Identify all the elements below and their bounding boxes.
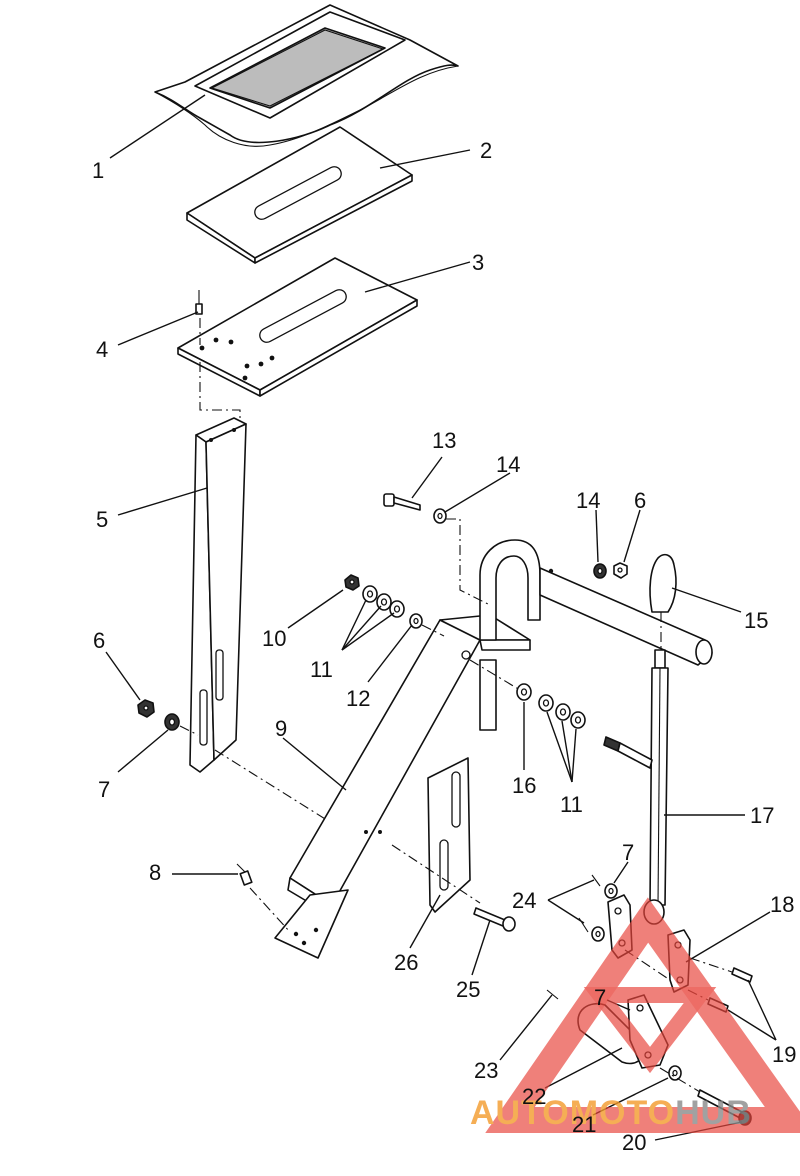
callout-13: 13 <box>432 428 456 453</box>
callout-20: 20 <box>622 1130 646 1155</box>
callout-7-left: 7 <box>98 777 110 802</box>
callout-7-upper: 7 <box>622 840 634 865</box>
part-6-nut-right <box>613 562 628 579</box>
callout-14-upper: 14 <box>496 452 520 477</box>
callout-9: 9 <box>275 716 287 741</box>
callout-14-right: 14 <box>576 488 600 513</box>
part-2-cover-plate <box>186 126 413 264</box>
part-1-floor-panel <box>154 4 459 147</box>
part-3-mounting-plate <box>177 257 418 397</box>
callout-22: 22 <box>522 1084 546 1109</box>
callout-4: 4 <box>96 337 108 362</box>
part-14-washer-right <box>593 563 607 579</box>
callout-7-lower: 7 <box>594 985 606 1010</box>
callout-21: 21 <box>572 1112 596 1137</box>
washer-stack-16-11 <box>469 659 653 769</box>
part-14-washer-upper <box>433 508 447 524</box>
callout-3: 3 <box>472 250 484 275</box>
watermark-text-hub: HUB <box>675 1094 752 1132</box>
part-13-bolt <box>383 493 421 511</box>
callout-8: 8 <box>149 860 161 885</box>
part-6-nut-left <box>137 699 155 718</box>
svg-text:AUTOMOTOHUB: AUTOMOTOHUB <box>470 1094 752 1132</box>
part-5-vertical-bracket <box>189 417 247 773</box>
part-4-screw <box>195 290 203 345</box>
part-17-shift-rod <box>643 649 669 925</box>
callout-15: 15 <box>744 608 768 633</box>
callout-11-left: 11 <box>310 657 333 682</box>
callout-19: 19 <box>772 1042 796 1067</box>
leader-lines <box>105 94 777 1141</box>
callout-1: 1 <box>92 158 104 183</box>
callout-17: 17 <box>750 803 774 828</box>
callout-25: 25 <box>456 977 480 1002</box>
part-8-pin <box>236 863 291 933</box>
callout-12: 12 <box>346 686 370 711</box>
callout-18: 18 <box>770 892 794 917</box>
callout-16: 16 <box>512 773 536 798</box>
watermark-text-moto: MOTO <box>570 1094 675 1132</box>
washer-stack-10-11-12 <box>344 574 445 637</box>
callout-labels: 1 2 3 4 5 6 7 8 9 10 11 12 13 14 14 6 15… <box>92 138 796 1155</box>
frame-tube <box>479 539 713 731</box>
watermark-text-auto: AUTO <box>470 1094 570 1132</box>
part-25-bolt <box>473 907 516 932</box>
callout-10: 10 <box>262 626 286 651</box>
callout-2: 2 <box>480 138 492 163</box>
callout-23: 23 <box>474 1058 498 1083</box>
callout-6-right: 6 <box>634 488 646 513</box>
callout-11-right: 11 <box>560 792 583 817</box>
callout-26: 26 <box>394 950 418 975</box>
watermark-logo: AUTOMOTOHUB <box>470 897 800 1133</box>
callout-5: 5 <box>96 507 108 532</box>
part-26-guide-plate <box>427 757 471 913</box>
callout-6-left: 6 <box>93 628 105 653</box>
callout-24: 24 <box>512 888 536 913</box>
part-7-washer-left <box>164 713 180 731</box>
part-15-knob <box>649 553 677 648</box>
